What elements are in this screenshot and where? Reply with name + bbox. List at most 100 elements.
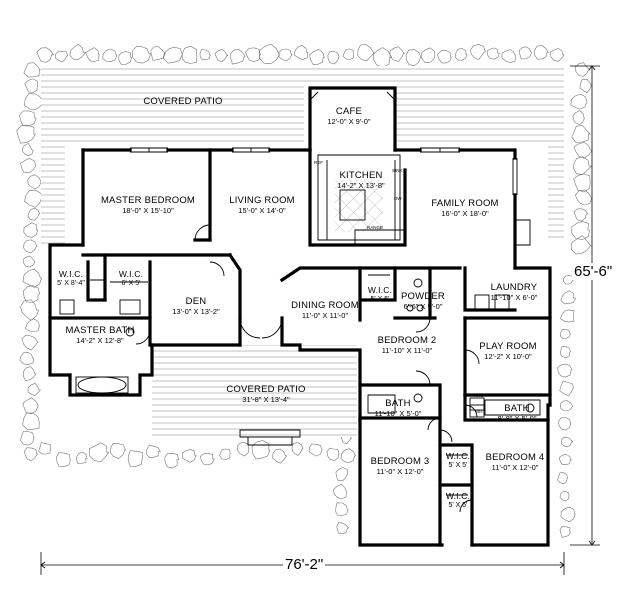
room-name: COVERED PATIO [143,96,223,107]
shrub [88,442,110,463]
room-name: MASTER BEDROOM [100,195,196,206]
room-name: BEDROOM 4 [485,452,545,463]
shrub [572,110,585,126]
room-label-bedroom-4: BEDROOM 4 11'-0" X 12'-0" [486,453,545,471]
shrub [102,48,118,62]
room-name: BATH [385,398,411,409]
shrub [219,448,231,460]
shrub [421,47,436,64]
room-name: FAMILY ROOM [431,198,499,209]
overall-width-dimension: 76'-2" [283,556,326,573]
shrub [574,62,591,77]
shrub [335,467,349,482]
room-label-kitchen: KITCHEN 14'-2" X 13'-8" [337,171,384,189]
room-dims: 5' X 5' [448,461,468,469]
room-dims: 5' X 8'-4" [57,279,85,287]
shrub [501,49,516,64]
shrub [336,522,350,535]
shrub [19,351,34,366]
shrub [23,62,41,78]
room-dims: 5' X 5' [448,501,468,509]
room-label-bath-1: BATH 11'-10" X 5'-0" [375,399,422,417]
room-dims: 16'-0" X 18'-0" [441,208,489,218]
room-dims: 14'-2" X 13'-8" [337,180,385,190]
shrub [437,49,452,64]
shrub [109,442,127,459]
room-name: MASTER BATH [65,325,135,336]
shrub [258,43,281,65]
shrub [237,441,250,457]
shrub [22,255,36,268]
room-name: KITCHEN [339,170,383,181]
room-name: LAUNDRY [490,282,538,293]
room-label-covered-patio-front: COVERED PATIO 31'-8" X 13'-4" [226,385,305,403]
room-name: POWDER [401,291,445,302]
shrub [164,452,180,469]
shrub [558,453,572,465]
shrub [182,449,197,463]
shrub [333,483,347,500]
shrub [22,366,37,381]
shrub [20,431,35,446]
room-label-dining-room: DINING ROOM 11'-0" X 11'-0" [291,301,359,319]
shrub [570,93,588,110]
shrub [559,345,572,359]
shrub [23,222,39,238]
shrub [571,125,591,143]
shrub [357,44,376,62]
room-label-wic-bed4: W.I.C. 5' X 5' [446,492,470,509]
room-dims: 8'-8" X 5'-0" [497,413,537,423]
shrub [69,43,87,60]
room-name: CAFE [335,106,363,117]
shrub [27,174,42,190]
shrub [326,447,340,462]
room-dims: 5' X 5' [370,295,390,303]
room-name: W.I.C. [367,285,393,295]
shrub [22,142,34,157]
shrub [38,442,52,455]
room-dims: 11'-0" X 11'-0" [301,310,349,320]
room-label-master-bedroom: MASTER BEDROOM 18'-0" X 15'-10" [101,196,195,214]
shrub [22,268,42,288]
shrub [23,239,38,254]
shrub [36,47,54,63]
shrub [293,45,309,60]
room-name: BEDROOM 3 [370,456,430,467]
shrub [574,189,593,206]
shrub [214,49,229,62]
shrub [150,46,167,61]
shrub [573,173,591,193]
room-label-powder: POWDER 6'-6" X 5'-0" [401,292,445,310]
shrub [560,506,576,523]
shrub [373,47,393,68]
shrub [549,48,565,62]
shrub [55,50,69,63]
room-dims: 11'-10" X 11'-0" [381,345,433,355]
room-name: DINING ROOM [291,300,359,311]
room-dims: 6'-6" X 5'-0" [403,301,443,311]
room-label-bedroom-2: BEDROOM 2 11'-10" X 11'-0" [378,336,437,354]
shrub [560,290,577,305]
room-name: W.I.C. [445,491,471,501]
shrub [308,443,323,457]
shrub [470,43,486,60]
shrub [25,318,41,332]
room-label-laundry: LAUNDRY 11'-10" X 6'-0" [491,283,538,301]
shrub [200,453,215,466]
shrub [22,412,40,430]
shrub [573,142,593,159]
shrub [573,208,589,222]
room-label-family-room: FAMILY ROOM 16'-0" X 18'-0" [431,199,498,217]
shrub [559,400,574,412]
shrub [340,448,356,464]
kitchen-tile-floor [335,180,383,232]
room-name: W.I.C. [118,269,144,279]
room-label-wic-bed3: W.I.C. 5' X 5' [446,452,470,469]
room-label-wic-master-2: W.I.C. 6' X 5' [119,270,143,287]
room-label-covered-patio-rear: COVERED PATIO [143,97,222,107]
shrub [22,397,39,415]
shrub [181,45,198,64]
shrub [335,502,349,516]
shrub [245,47,261,62]
